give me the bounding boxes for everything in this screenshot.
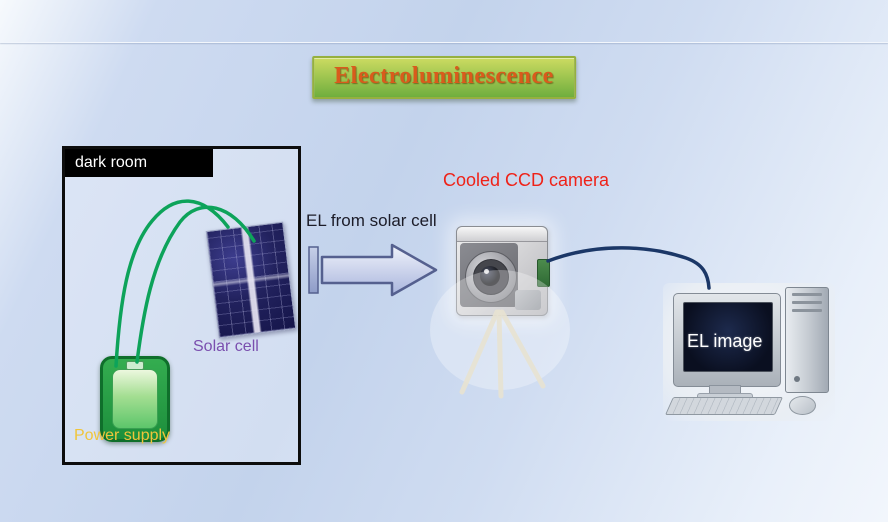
tower-drive-slot: [792, 293, 822, 296]
ccd-camera-image: [456, 226, 550, 316]
crt-monitor: EL image: [673, 293, 781, 387]
computer-tower: [785, 287, 829, 393]
power-supply-terminal: [126, 361, 144, 370]
el-image-label: EL image: [687, 331, 763, 351]
tripod-leg-icon: [496, 309, 504, 399]
el-from-solar-cell-label: EL from solar cell: [306, 211, 437, 230]
solar-cell-label: Solar cell: [193, 338, 259, 355]
power-supply-label: Power supply: [74, 427, 171, 444]
camera-lens-ring: [473, 259, 509, 295]
tower-drive-slot: [792, 301, 822, 304]
camera-circuit-board: [537, 259, 550, 287]
tower-drive-slot: [792, 309, 822, 312]
right-arrow-icon: [320, 243, 438, 297]
computer-image: EL image: [663, 283, 835, 421]
dark-room-label: dark room: [75, 154, 148, 171]
mouse-icon: [789, 396, 816, 415]
lens-highlight: [484, 269, 489, 274]
tower-power-button: [794, 376, 800, 382]
solar-cell-image: [205, 221, 297, 339]
arrow-source-bar: [308, 246, 319, 294]
camera-lens-glass: [480, 266, 500, 286]
tripod-leg-icon: [459, 309, 500, 395]
cooled-ccd-camera-label: Cooled CCD camera: [443, 170, 610, 190]
page-title: Electroluminescence: [334, 63, 554, 89]
camera-side-block: [515, 290, 541, 310]
camera-lens-icon: [465, 251, 517, 303]
tripod-leg-icon: [499, 309, 546, 389]
camera-top-housing: [457, 227, 547, 242]
power-supply-icon: [100, 356, 170, 442]
title-banner: Electroluminescence: [312, 56, 576, 99]
camera-cable-icon: [546, 246, 711, 290]
dark-room-header: dark room: [65, 149, 213, 177]
monitor-screen: EL image: [683, 302, 773, 372]
divider-line: [0, 42, 888, 43]
power-supply-window: [112, 369, 158, 429]
keyboard-icon: [665, 397, 784, 415]
